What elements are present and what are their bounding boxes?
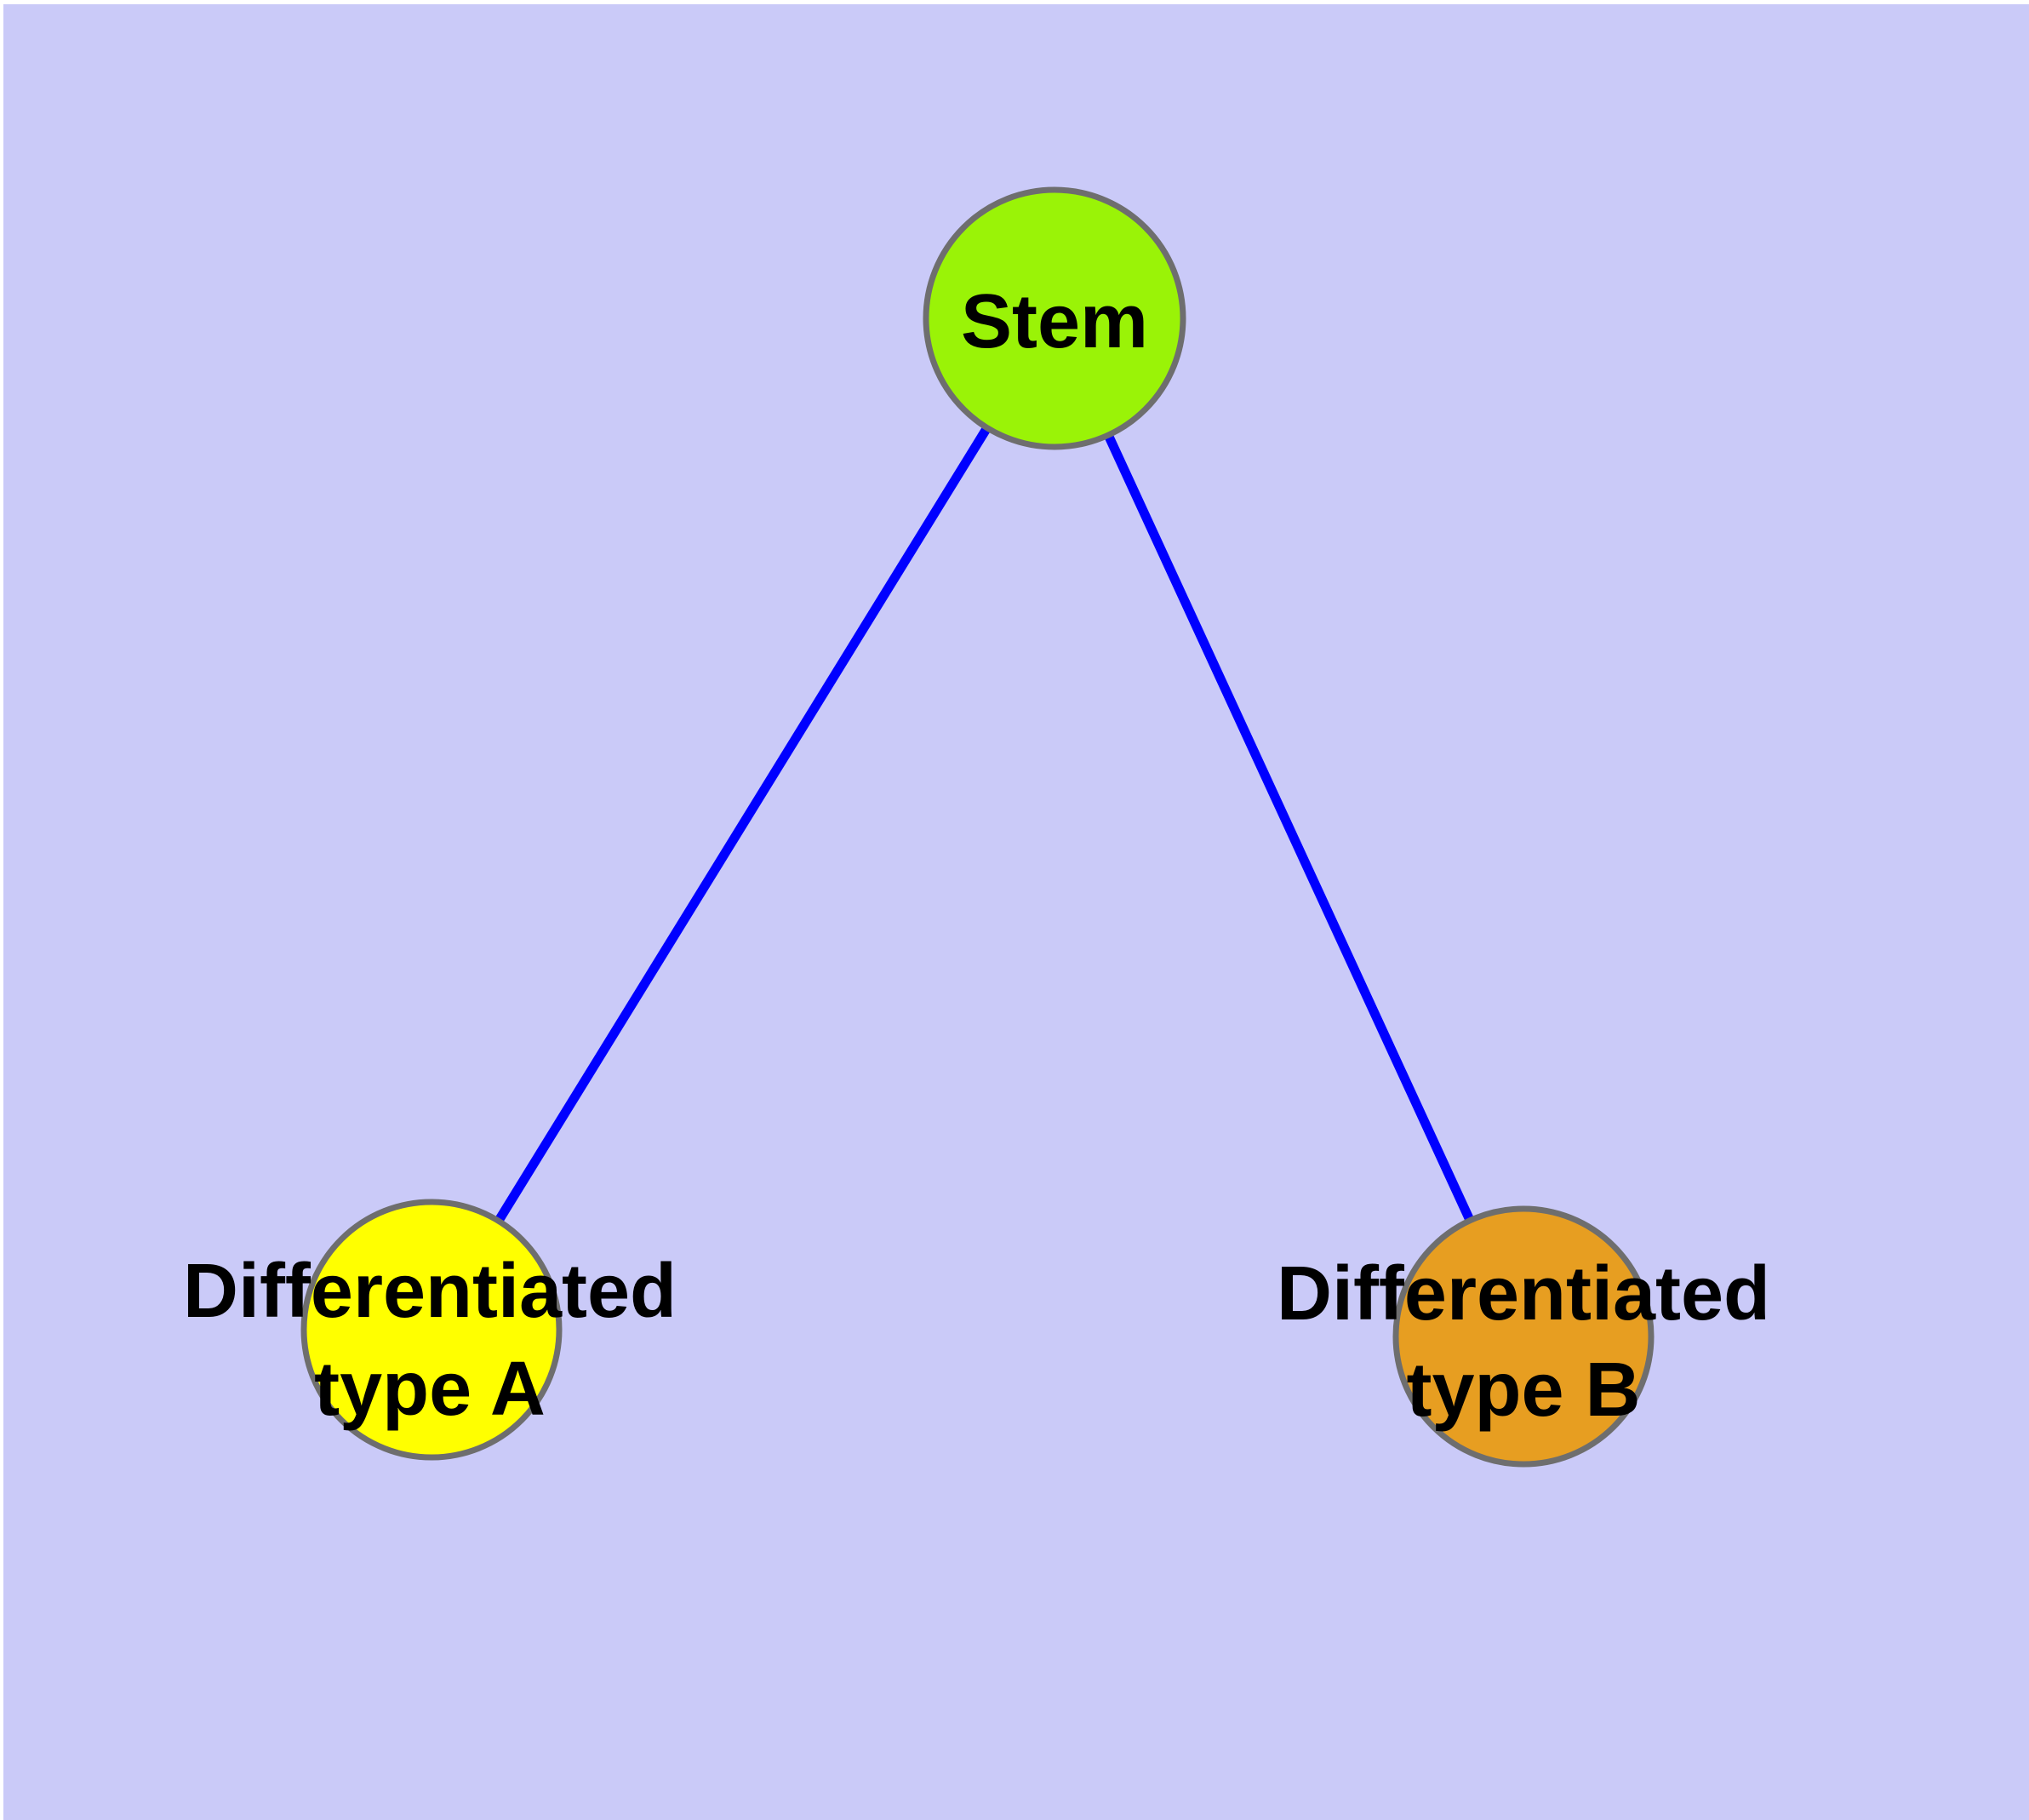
node-stem: Stem [923, 186, 1186, 450]
node-differentiated-type-b-circle [1392, 1205, 1655, 1468]
edge-stem-to-type-b [1050, 316, 1528, 1339]
node-differentiated-type-b-label-line2: type B [1406, 1348, 1640, 1433]
node-differentiated-type-b: Differentiated type B [1277, 1205, 1770, 1468]
node-stem-label: Stem [961, 279, 1148, 364]
node-differentiated-type-b-label-line1: Differentiated [1277, 1251, 1770, 1336]
node-differentiated-type-a-label-line1: Differentiated [183, 1249, 677, 1334]
node-differentiated-type-a: Differentiated type A [183, 1199, 677, 1461]
node-stem-circle [923, 186, 1186, 450]
node-differentiated-type-a-label-line2: type A [314, 1347, 546, 1432]
node-differentiated-type-a-circle [300, 1199, 563, 1461]
edge-stem-to-type-a [427, 316, 1059, 1332]
